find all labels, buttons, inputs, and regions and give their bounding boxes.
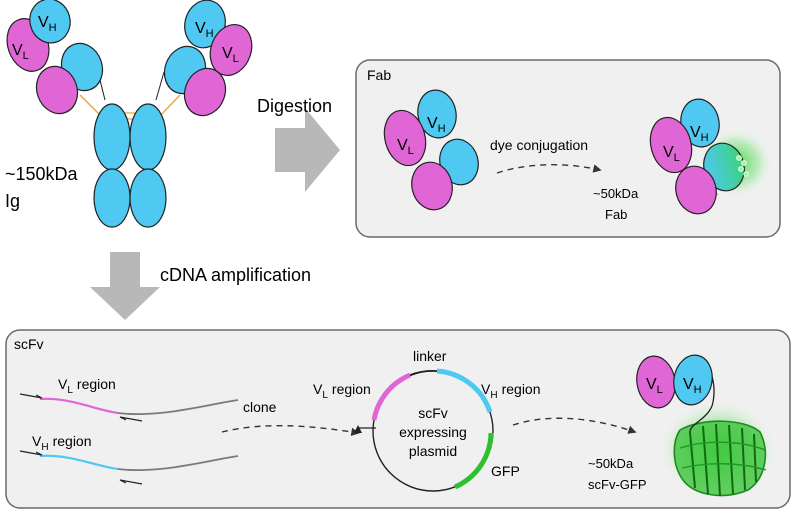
plasmid-text-3: plasmid (409, 443, 457, 459)
igg-vl-right-label: VL (222, 45, 239, 65)
scfv-vl-label: VL (646, 376, 663, 396)
igg-cl-right (183, 67, 227, 117)
scfv-panel-title: scFv (14, 336, 44, 352)
scfv-fragment (636, 354, 713, 409)
dye-label: dye conjugation (490, 137, 588, 153)
igg-vl-left-label: VL (12, 42, 29, 62)
vh-reverse-primer (119, 479, 143, 485)
vl-amplicon (19, 393, 239, 422)
fab-fragment (383, 89, 479, 211)
fab-conj-vh-label: VH (690, 124, 709, 144)
igg-name: Ig (5, 191, 20, 211)
plasmid-vl-segment (371, 372, 412, 421)
fab-panel (355, 59, 781, 238)
igg-ch3-right (129, 168, 167, 228)
fab-name: Fab (605, 207, 627, 222)
igg-size: ~150kDa (5, 164, 79, 184)
vh-amplicon (19, 450, 239, 485)
igg-antibody (6, 0, 253, 228)
igg-vh-right-label: VH (195, 20, 214, 40)
clone-arrow (221, 424, 360, 437)
plasmid-text-1: scFv (418, 405, 448, 421)
expression-arrow (512, 417, 637, 434)
vl-forward-primer (19, 393, 43, 399)
scfv-vh-label: VH (683, 376, 702, 396)
fab-conj-vl-label: VL (663, 144, 680, 164)
fab-conjugated (649, 98, 745, 215)
igg-ch2-left (93, 103, 131, 171)
igg-vh-left-label: VH (38, 14, 57, 34)
igg-ch2-right (129, 103, 167, 171)
igg-cl-left (35, 65, 79, 115)
clone-label: clone (243, 399, 277, 415)
plasmid-vh-segment (436, 368, 493, 413)
igg-vl-right (209, 24, 253, 76)
cdna-label: cDNA amplification (160, 265, 311, 285)
plasmid-linker-segment (409, 369, 438, 376)
vh-forward-primer (19, 450, 43, 456)
cdna-arrow (90, 252, 160, 320)
dye-arrow (496, 164, 602, 174)
digestion-label: Digestion (257, 96, 332, 116)
plasmid-gfp-label: GFP (491, 463, 520, 479)
igg-vh-left (29, 0, 71, 44)
dye-molecule-icon (736, 155, 749, 177)
fab-vh-label: VH (427, 115, 446, 135)
fab-vl-label: VL (397, 137, 414, 157)
digestion-arrow (275, 108, 340, 192)
scfv-plasmid (354, 368, 494, 492)
gfp-barrel-icon (673, 420, 767, 497)
scfv-gfp-name: scFv-GFP (588, 477, 647, 492)
scfv-gfp-size: ~50kDa (588, 456, 634, 471)
plasmid-text-2: expressing (399, 424, 467, 440)
fab-size: ~50kDa (593, 186, 639, 201)
fab-panel-title: Fab (367, 67, 391, 83)
vl-reverse-primer (119, 416, 143, 422)
plasmid-linker-label: linker (413, 348, 447, 364)
plasmid-gfp-segment (453, 432, 494, 490)
igg-ch3-left (93, 168, 131, 228)
